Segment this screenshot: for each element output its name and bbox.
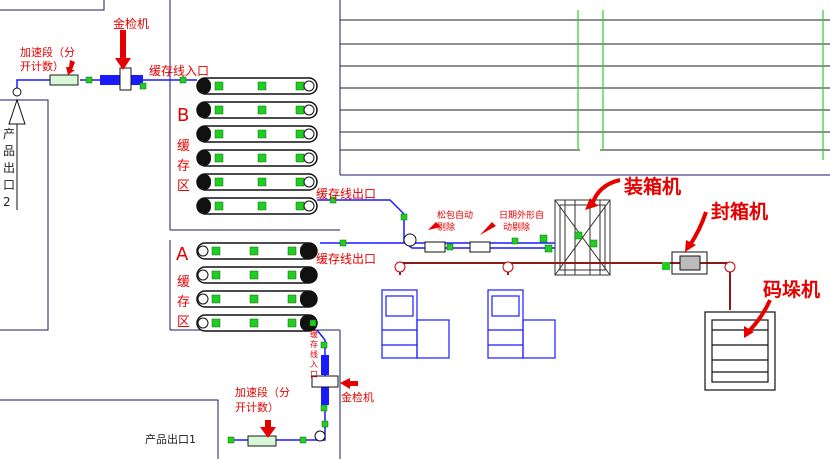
loose-pack-label-1: 松包自动	[437, 211, 474, 221]
gold-detector-label-bottom: 金检机	[341, 391, 374, 404]
palletizer-label: 码垛机	[763, 279, 821, 301]
buffer-exit-label-b: 缓存线出口	[316, 187, 377, 201]
accel-label-top-1: 加速段（分	[20, 46, 75, 59]
gold-detector-label-top: 金检机	[113, 17, 150, 31]
red-arrows	[66, 30, 496, 438]
zone-a-char-2: 存	[177, 295, 191, 310]
zone-a-char-1: 缓	[177, 275, 191, 290]
green-verticals	[577, 10, 824, 160]
case-packer-label: 装箱机	[624, 176, 682, 198]
zone-a-letter: A	[176, 244, 189, 265]
accel-label-bottom-1: 加速段（分	[235, 386, 290, 399]
entrance-vertical-label: 缓 存 线 入 口	[310, 330, 318, 379]
date-check-label-1: 日期外形自	[499, 211, 545, 221]
date-check-station	[469, 241, 491, 253]
accel-box-bottom	[247, 435, 277, 447]
palletizer-machine	[704, 311, 776, 391]
accel-box-top	[49, 74, 79, 86]
case-sealer-label: 封箱机	[711, 201, 769, 223]
blue-machine-2	[487, 289, 556, 359]
zone-a-char-3: 区	[177, 315, 191, 330]
zone-b-belts	[196, 77, 318, 215]
loose-pack-label-2: 剔除	[437, 223, 456, 233]
buffer-exit-label-a: 缓存线出口	[316, 252, 377, 266]
zone-b-char-3: 区	[177, 179, 191, 194]
zone-b-letter: B	[177, 105, 190, 126]
loose-pack-station	[424, 241, 446, 253]
blue-blocks	[100, 75, 329, 405]
palletizer-arrow	[746, 299, 772, 334]
accel-label-bottom-2: 开计数）	[235, 401, 279, 414]
gold-detector-bottom	[311, 375, 339, 388]
zone-b-char-2: 存	[177, 159, 191, 174]
case-sealer-machine	[671, 251, 708, 275]
line-sensors	[85, 76, 519, 444]
zone-a-belts	[196, 242, 318, 332]
blue-machine-1	[381, 289, 450, 359]
outlet-2-label: 产 品 出 口 2	[3, 127, 16, 209]
case-sealer-arrow	[688, 211, 708, 247]
gold-detector-top	[119, 67, 132, 91]
date-check-label-2: 动剔除	[503, 223, 531, 233]
buffer-entrance-label: 缓存线入口	[149, 64, 210, 78]
accel-label-top-2: 开计数）	[20, 60, 64, 73]
top-right-lines	[340, 19, 830, 151]
zone-b-char-1: 缓	[177, 139, 191, 154]
outlet-1-label: 产品出口1	[145, 433, 196, 446]
